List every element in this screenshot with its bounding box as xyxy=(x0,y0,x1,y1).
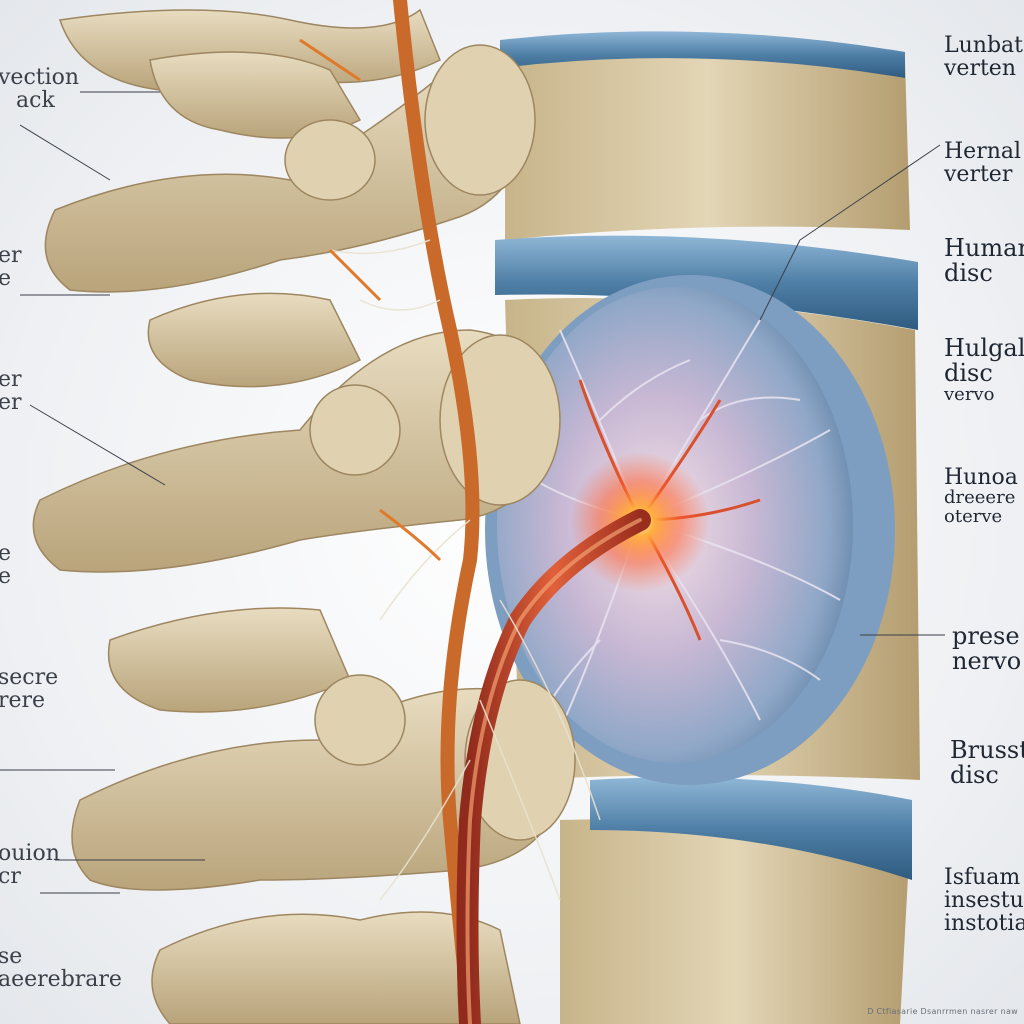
left-label-1-line-2: ack xyxy=(16,88,55,114)
left-label-4-line-2: e xyxy=(0,564,12,590)
left-label-3: er er xyxy=(0,368,22,414)
right-label-7-line-2: disc xyxy=(950,761,999,790)
right-label-4-line-1: Hulgal xyxy=(944,334,1024,362)
right-label-4-line-2: disc xyxy=(944,359,993,388)
right-label-1: Lunbat verten xyxy=(944,34,1023,80)
right-label-6-line-2: nervo xyxy=(952,647,1022,676)
left-label-5-line-2: rere xyxy=(0,688,46,714)
right-label-6: prese nervo xyxy=(952,622,1022,676)
left-label-3-line-1: er xyxy=(0,367,22,392)
left-label-6: ouion cr xyxy=(0,842,60,888)
right-label-2-line-1: Hernal xyxy=(944,139,1022,164)
right-label-5-line-3: oterve xyxy=(944,505,1003,527)
right-label-2: Hernal verter xyxy=(944,140,1021,186)
right-label-8: Isfuam insestu instotia xyxy=(944,866,1024,935)
left-label-6-line-1: ouion xyxy=(0,841,60,866)
left-label-1: vection ack xyxy=(0,66,79,112)
left-label-7: se aeerebrare xyxy=(0,945,122,991)
right-label-1-line-2: verten xyxy=(944,56,1016,82)
left-label-2: er e xyxy=(0,244,22,290)
right-label-8-line-2: insestu xyxy=(944,888,1024,914)
image-credit: D Ctfiasarie Dsanrrmen nasrer naw xyxy=(867,1007,1018,1016)
right-label-4-line-3: vervo xyxy=(944,384,995,406)
left-label-7-line-1: se xyxy=(0,944,23,969)
left-label-6-line-2: cr xyxy=(0,864,21,890)
nerve-fibers xyxy=(329,239,601,901)
left-label-5-line-1: secre xyxy=(0,665,59,690)
right-label-7-line-1: Brusst xyxy=(950,736,1024,764)
left-label-3-line-2: er xyxy=(0,390,22,416)
right-label-8-line-1: Isfuam xyxy=(944,865,1021,890)
label-leader-lines xyxy=(0,91,945,894)
right-label-5-line-2: dreeere xyxy=(944,487,1016,509)
small-orange-nerves xyxy=(299,38,442,562)
left-label-2-line-1: er xyxy=(0,243,22,268)
right-label-5: Hunoa dreeere oterve xyxy=(944,466,1018,527)
right-label-4: Hulgal disc vervo xyxy=(944,334,1024,406)
left-label-5: secre rere xyxy=(0,666,58,712)
right-label-6-line-1: prese xyxy=(952,622,1020,650)
right-label-8-line-3: instotia xyxy=(944,911,1024,937)
left-label-2-line-2: e xyxy=(0,266,12,292)
compressed-nerve xyxy=(393,0,651,1024)
left-label-7-line-2: aeerebrare xyxy=(0,967,122,993)
right-label-2-line-2: verter xyxy=(944,162,1013,188)
right-label-5-line-1: Hunoa xyxy=(944,465,1018,490)
right-label-3: Human disc xyxy=(944,234,1024,288)
right-label-1-line-1: Lunbat xyxy=(944,33,1023,58)
right-label-3-line-2: disc xyxy=(944,259,993,288)
left-label-4-line-1: e xyxy=(0,541,12,566)
right-label-3-line-1: Human xyxy=(944,234,1024,262)
left-label-4: e e xyxy=(0,542,11,588)
left-label-1-line-1: vection xyxy=(0,65,80,90)
right-label-7: Brusst disc xyxy=(950,736,1024,790)
